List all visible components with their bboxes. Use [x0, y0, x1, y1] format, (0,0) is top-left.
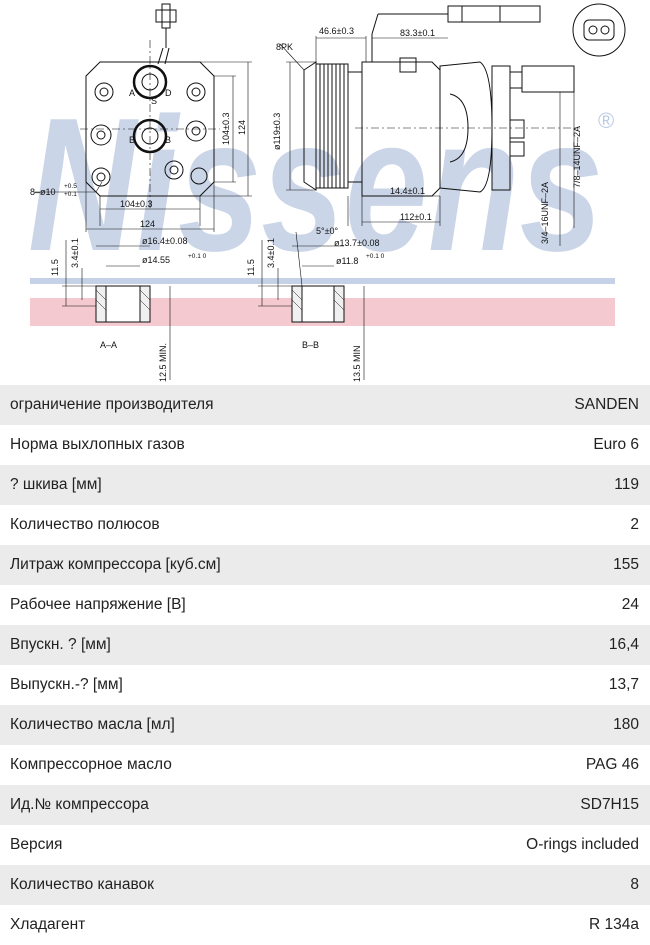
spec-value: 2 [630, 516, 639, 533]
section-b-dia-outer: ø13.7±0.08 [334, 238, 379, 248]
spec-label: ограничение производителя [10, 396, 214, 413]
spec-row-outlet: Выпускн.-? [мм] 13,7 [0, 665, 650, 705]
section-a-h2: 3.4±0.1 [70, 238, 80, 268]
spec-row-pulley-dia: ? шкива [мм] 119 [0, 465, 650, 505]
spec-value: Euro 6 [593, 436, 639, 453]
spec-row-oil-type: Компрессорное масло PAG 46 [0, 745, 650, 785]
spec-row-oil-amount: Количество масла [мл] 180 [0, 705, 650, 745]
front-port-d-label: D [165, 88, 172, 98]
section-a-h1: 11.5 [50, 259, 60, 276]
spec-table: ограничение производителя SANDEN Норма вы… [0, 385, 650, 945]
spec-row-refrigerant: Хладагент R 134a [0, 905, 650, 945]
port-a-fitting [132, 64, 168, 100]
section-a-dia-outer: ø16.4±0.08 [142, 236, 187, 246]
registered-mark: ® [598, 108, 614, 133]
spec-value: 24 [621, 596, 639, 613]
front-mount-holes: 8–ø10 [30, 187, 56, 197]
spec-row-emission: Норма выхлопных газов Euro 6 [0, 425, 650, 465]
spec-row-poles: Количество полюсов 2 [0, 505, 650, 545]
side-dim-top2: 83.3±0.1 [400, 28, 435, 38]
spec-row-manufacturer: ограничение производителя SANDEN [0, 385, 650, 425]
spec-value: SANDEN [574, 396, 639, 413]
front-port-s-label: S [151, 96, 157, 106]
spec-value: 155 [613, 556, 639, 573]
spec-value: R 134a [589, 916, 639, 933]
side-view [303, 3, 626, 197]
section-a-depth: 12.5 MIN. [158, 343, 168, 382]
section-b-depth: 13.5 MIN [352, 345, 362, 382]
spec-label: Компрессорное масло [10, 756, 172, 773]
spec-label: Впускн. ? [мм] [10, 636, 111, 653]
section-a-dia-tol: +0.1 0 [188, 253, 207, 260]
front-dimension-lines [34, 61, 252, 232]
spec-row-inlet: Впускн. ? [мм] 16,4 [0, 625, 650, 665]
front-view [80, 3, 220, 210]
section-b-h2: 3.4±0.1 [266, 238, 276, 268]
spec-row-version: Версия O-rings included [0, 825, 650, 865]
side-thread-b: 7/8–14UNF–2A [572, 126, 582, 188]
front-width-bottom: 104±0.3 [120, 199, 152, 209]
side-thread-a: 3/4–16UNF–2A [540, 182, 550, 244]
spec-value: PAG 46 [585, 756, 639, 773]
spec-label: Количество канавок [10, 876, 154, 893]
front-height-total: 124 [237, 120, 247, 135]
spec-label: Литраж компрессора [куб.см] [10, 556, 221, 573]
front-height-inner: 104±0.3 [221, 113, 231, 145]
spec-label: Выпускн.-? [мм] [10, 676, 123, 693]
section-b-dia-tol: +0.1 0 [366, 253, 385, 260]
front-port-b2-label: B [165, 135, 171, 145]
front-mount-tol-bot: +0.1 [64, 191, 77, 198]
spec-value: 8 [630, 876, 639, 893]
spec-value: 180 [613, 716, 639, 733]
spec-value: 13,7 [608, 676, 639, 693]
section-b-dia-inner: ø11.8 [336, 256, 358, 266]
spec-row-compressor-id: Ид.№ компрессора SD7H15 [0, 785, 650, 825]
spec-row-grooves: Количество канавок 8 [0, 865, 650, 905]
drawing-svg: Nissens ® A D S B [28, 3, 626, 382]
front-mount-tol-top: +0.5 [64, 183, 77, 190]
spec-value: O-rings included [526, 836, 639, 853]
front-port-b-label: B [129, 135, 135, 145]
section-a-dia-inner: ø14.55 [142, 255, 170, 265]
spec-value: 119 [614, 476, 639, 493]
side-dim-bottom2: 112±0.1 [400, 212, 432, 222]
spec-row-displacement: Литраж компрессора [куб.см] 155 [0, 545, 650, 585]
spec-label: ? шкива [мм] [10, 476, 102, 493]
side-pulley-dia: ø119±0.3 [272, 113, 282, 150]
section-b-h1: 11.5 [246, 259, 256, 276]
connector-detail [572, 3, 626, 57]
front-width-total: 124 [140, 219, 155, 229]
section-a [62, 240, 171, 380]
spec-value: SD7H15 [580, 796, 639, 813]
spec-label: Норма выхлопных газов [10, 436, 185, 453]
spec-label: Ид.№ компрессора [10, 796, 149, 813]
section-b [258, 231, 365, 380]
technical-drawing: Nissens ® A D S B [0, 0, 650, 385]
front-port-a-label: A [129, 88, 135, 98]
spec-label: Хладагент [10, 916, 86, 933]
spec-label: Количество масла [мл] [10, 716, 175, 733]
spec-value: 16,4 [608, 636, 639, 653]
section-a-caption: A–A [100, 340, 117, 350]
side-connector [447, 5, 541, 23]
side-dim-bottom1: 14.4±0.1 [390, 186, 425, 196]
spec-label: Количество полюсов [10, 516, 160, 533]
spec-label: Рабочее напряжение [В] [10, 596, 186, 613]
section-b-angle: 5°±0° [316, 226, 339, 236]
spec-row-voltage: Рабочее напряжение [В] 24 [0, 585, 650, 625]
side-groove-label: 8PK [276, 42, 293, 52]
side-dimension-lines [279, 36, 575, 246]
side-dim-top1: 46.6±0.3 [319, 26, 354, 36]
section-b-caption: B–B [302, 340, 319, 350]
spec-label: Версия [10, 836, 63, 853]
